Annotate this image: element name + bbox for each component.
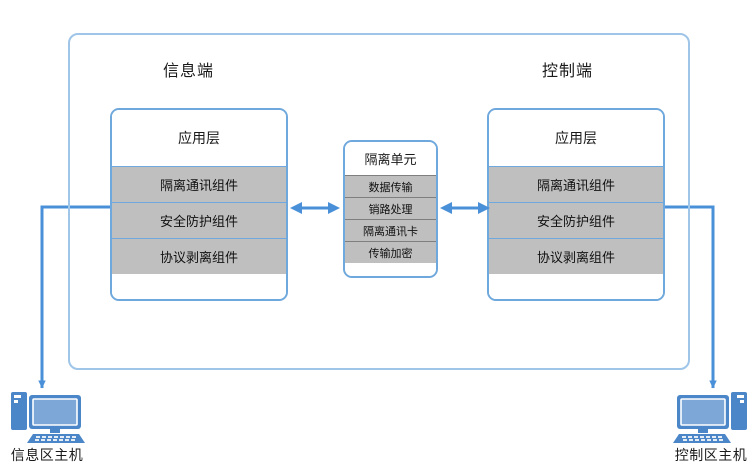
right-band-protocol-strip: 协议剥离组件 xyxy=(489,238,663,274)
desktop-computer-icon xyxy=(673,392,747,443)
unit-band-isolation-card: 隔离通讯卡 xyxy=(345,219,436,241)
unit-band-route-process: 销路处理 xyxy=(345,197,436,219)
right-host: 控制区主机 xyxy=(668,386,754,465)
unit-band-transfer-encrypt: 传输加密 xyxy=(345,241,436,263)
isolation-unit-head: 隔离单元 xyxy=(345,142,436,175)
left-stack-foot xyxy=(112,274,286,299)
right-band-isolation-comm: 隔离通讯组件 xyxy=(489,166,663,202)
right-bidirectional-arrow-icon xyxy=(440,202,490,214)
right-section-title: 控制端 xyxy=(542,61,594,80)
left-stack-head: 应用层 xyxy=(112,110,286,166)
left-host: 信息区主机 xyxy=(4,386,90,465)
left-band-security: 安全防护组件 xyxy=(112,202,286,238)
system-boundary-frame xyxy=(68,33,690,370)
unit-band-data-transfer: 数据传输 xyxy=(345,175,436,197)
right-stack-head: 应用层 xyxy=(489,110,663,166)
isolation-unit-panel: 隔离单元 数据传输 销路处理 隔离通讯卡 传输加密 xyxy=(343,140,438,278)
right-stack-foot xyxy=(489,274,663,299)
left-host-label: 信息区主机 xyxy=(10,448,84,464)
left-section-title: 信息端 xyxy=(163,61,215,80)
desktop-computer-icon xyxy=(11,392,85,443)
left-bidirectional-arrow-icon xyxy=(290,202,340,214)
left-band-protocol-strip: 协议剥离组件 xyxy=(112,238,286,274)
right-stack-panel: 应用层 隔离通讯组件 安全防护组件 协议剥离组件 xyxy=(487,108,665,301)
left-stack-panel: 应用层 隔离通讯组件 安全防护组件 协议剥离组件 xyxy=(110,108,288,301)
left-band-isolation-comm: 隔离通讯组件 xyxy=(112,166,286,202)
right-band-security: 安全防护组件 xyxy=(489,202,663,238)
isolation-unit-foot xyxy=(345,263,436,276)
right-host-label: 控制区主机 xyxy=(674,448,748,464)
